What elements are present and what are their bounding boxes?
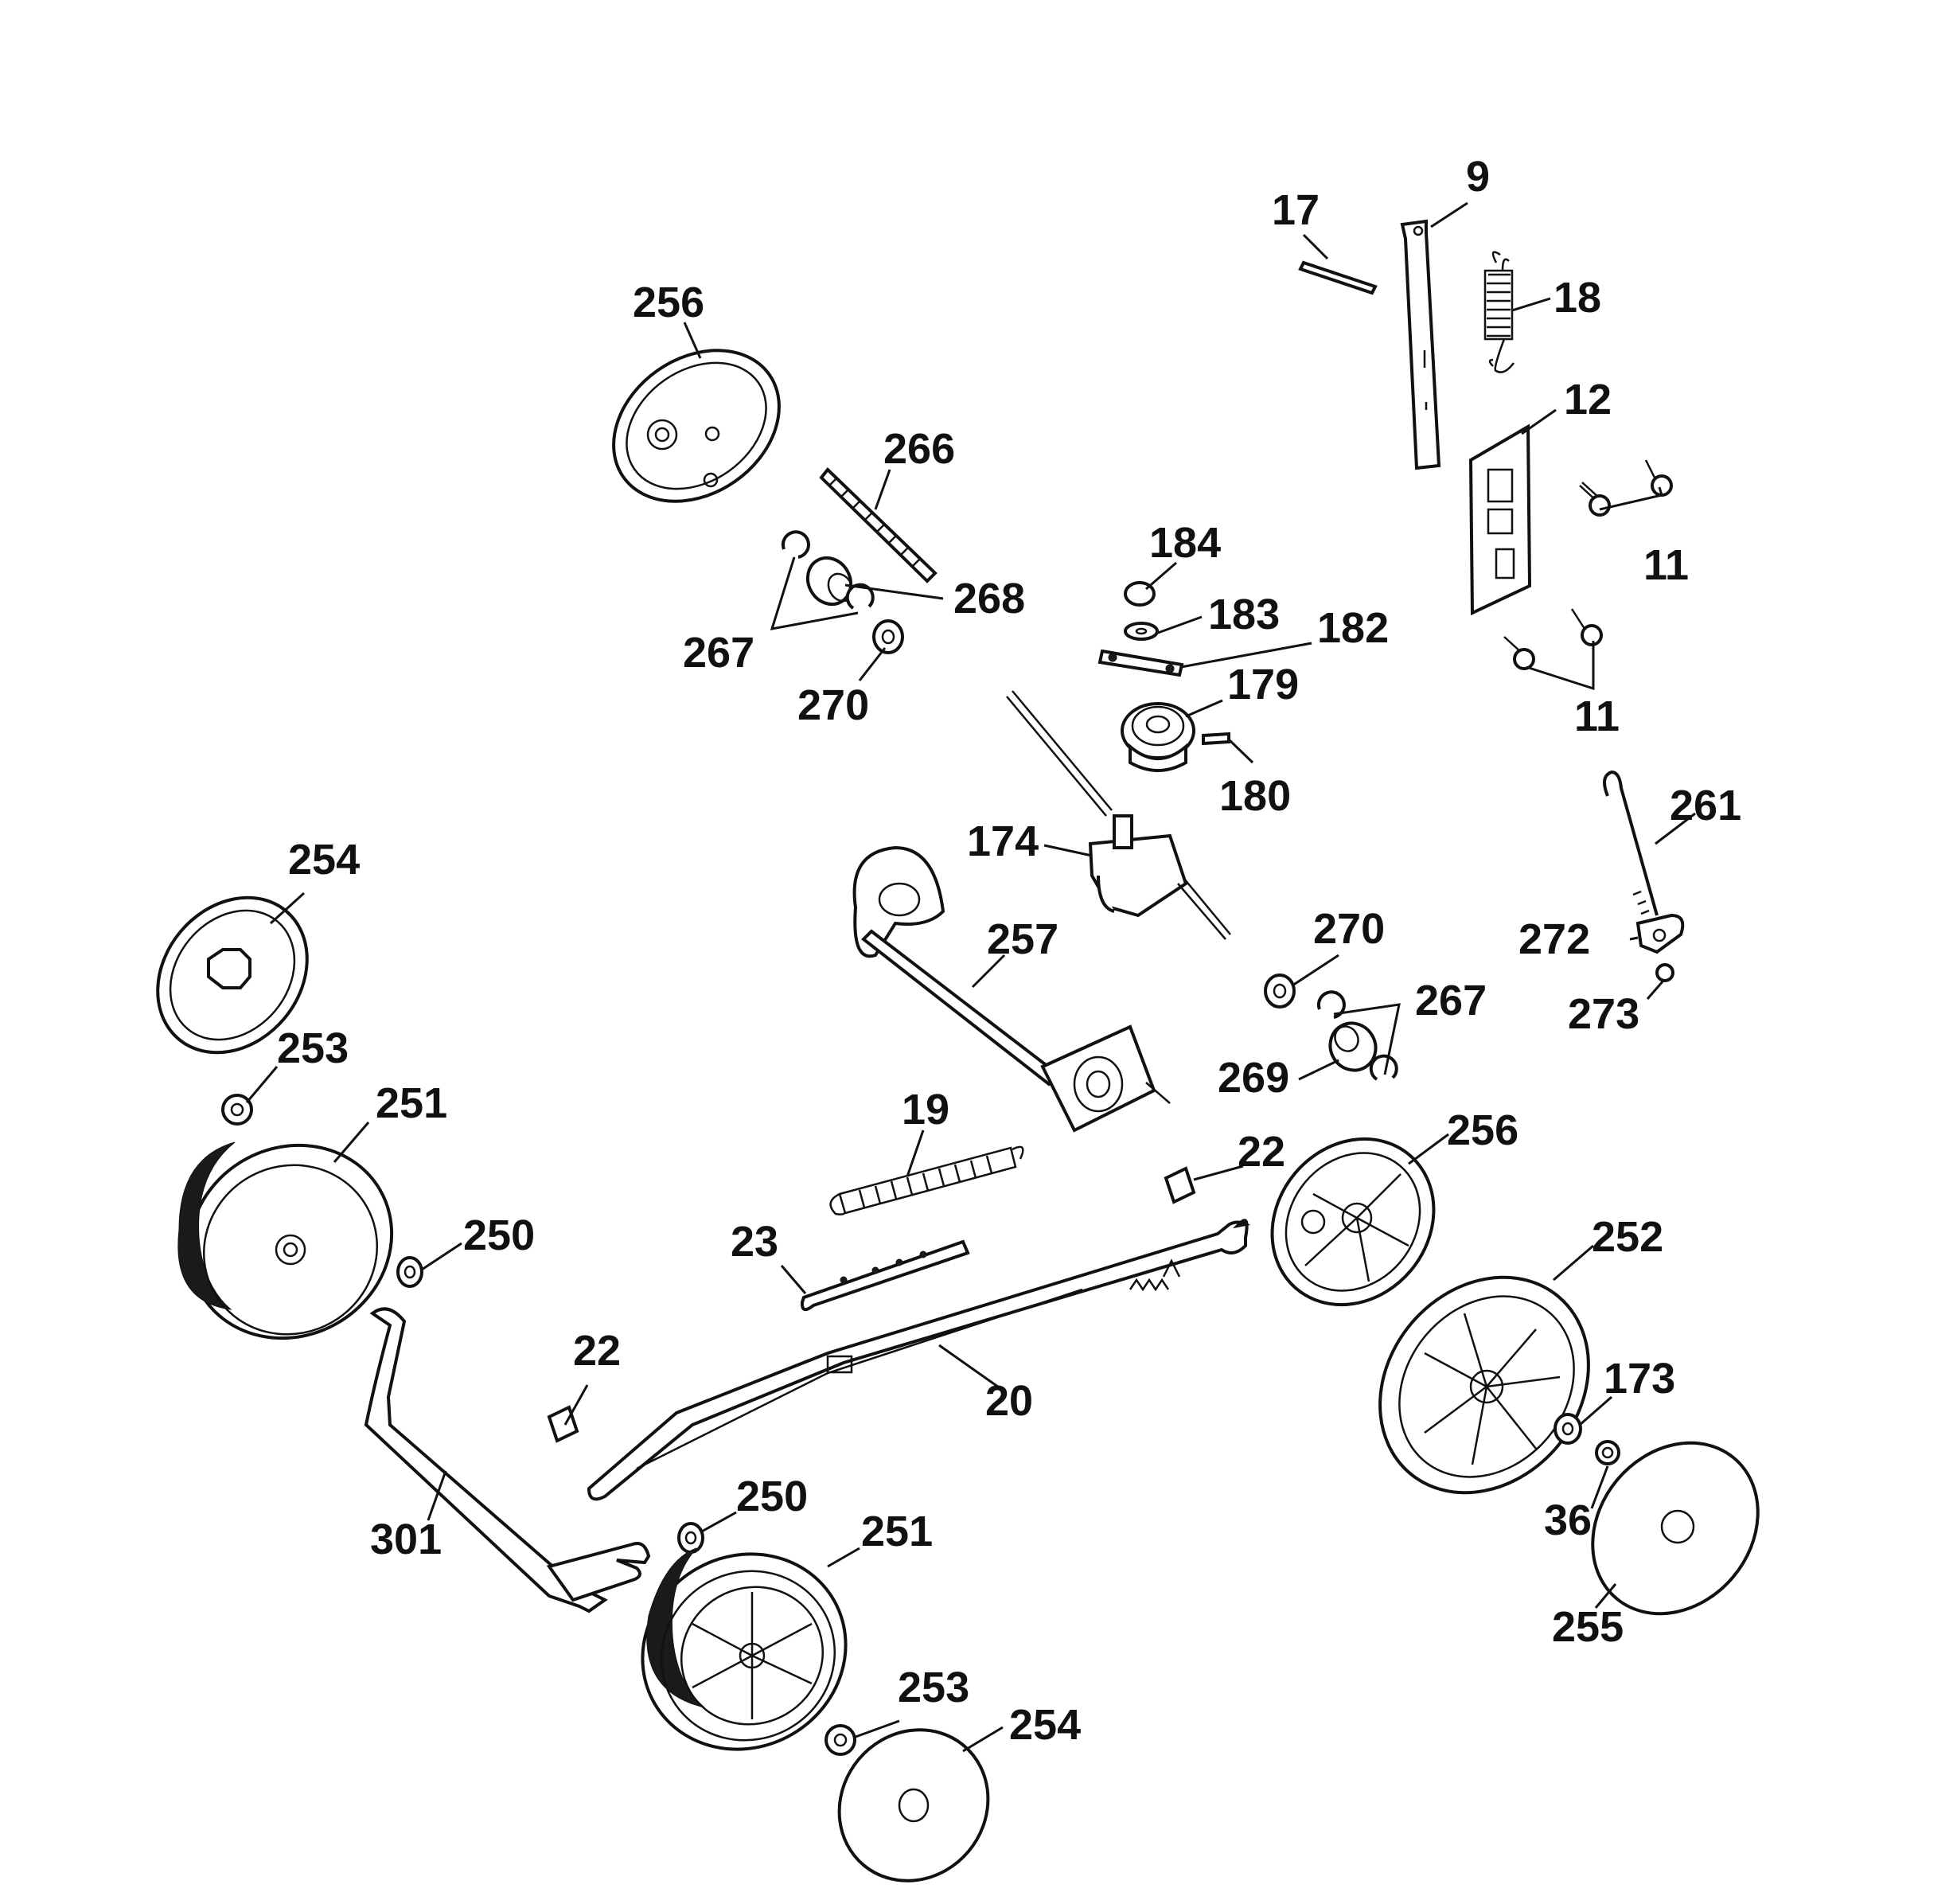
label-268: 268 — [953, 575, 1025, 622]
part-20-rail — [587, 1219, 1251, 1501]
label-11-lower: 11 — [1574, 693, 1620, 740]
label-184: 184 — [1149, 519, 1221, 567]
part-266-threaded-rod — [819, 467, 938, 583]
part-17-pin — [1298, 260, 1378, 295]
part-18-spring — [1483, 251, 1515, 373]
part-269-gear — [1328, 1021, 1378, 1072]
part-179-pulley — [1121, 702, 1195, 772]
part-183-washer — [1124, 622, 1159, 641]
label-36: 36 — [1544, 1496, 1592, 1544]
label-266: 266 — [883, 425, 955, 473]
label-183: 183 — [1208, 591, 1280, 638]
label-270-lower: 270 — [1313, 905, 1385, 953]
label-255: 255 — [1552, 1603, 1624, 1651]
label-180: 180 — [1219, 772, 1291, 820]
label-267-lower: 267 — [1415, 977, 1487, 1024]
label-9: 9 — [1466, 153, 1490, 201]
label-272: 272 — [1518, 915, 1590, 963]
part-272-plate — [1635, 913, 1685, 954]
part-254-cap-top — [156, 895, 309, 1055]
label-261: 261 — [1670, 782, 1741, 829]
part-174-gearbox — [1006, 690, 1231, 940]
part-182-bar — [1097, 649, 1184, 677]
label-253-top: 253 — [277, 1024, 349, 1072]
label-269: 269 — [1218, 1054, 1289, 1102]
label-22-right: 22 — [1238, 1128, 1285, 1176]
label-254-top: 254 — [288, 836, 360, 884]
part-256-wheel-disc-right — [1270, 1137, 1436, 1307]
part-180-key — [1202, 732, 1230, 746]
part-11-screws — [1503, 459, 1673, 670]
label-267-upper: 267 — [683, 629, 754, 677]
label-174: 174 — [967, 817, 1039, 865]
part-267-clips — [781, 530, 1398, 1081]
part-250-washers — [396, 1256, 704, 1554]
label-18: 18 — [1554, 274, 1601, 322]
part-173-washer — [1554, 1413, 1582, 1445]
part-256-wheel-disc — [612, 349, 781, 503]
label-19: 19 — [902, 1086, 949, 1133]
part-270-washer — [872, 619, 1296, 1009]
part-254-cap-bottom — [837, 1728, 990, 1883]
label-256-right: 256 — [1447, 1106, 1518, 1154]
part-251-wheel-bottom — [641, 1547, 848, 1751]
leader-lines — [245, 201, 1696, 1753]
part-301-axle — [364, 1307, 651, 1613]
label-251-top: 251 — [376, 1079, 447, 1127]
label-12: 12 — [1564, 376, 1612, 423]
label-250-top: 250 — [463, 1211, 535, 1259]
part-251-wheel-left — [177, 1141, 394, 1340]
part-22-clips — [547, 1166, 1196, 1443]
part-273-nut — [1655, 963, 1674, 982]
part-252-wheel-right — [1378, 1275, 1590, 1495]
label-22-left: 22 — [573, 1327, 621, 1375]
part-257-lever — [852, 845, 1171, 1133]
label-173: 173 — [1604, 1355, 1675, 1403]
label-17: 17 — [1272, 186, 1320, 234]
label-23: 23 — [731, 1218, 778, 1266]
label-11-upper: 11 — [1643, 541, 1689, 589]
part-labels: 9 17 18 12 11 11 256 266 268 267 270 184… — [277, 153, 1741, 1749]
label-251-bottom: 251 — [861, 1508, 933, 1555]
part-19-spring — [829, 1145, 1024, 1215]
label-257: 257 — [987, 915, 1058, 963]
label-20: 20 — [985, 1377, 1033, 1425]
label-182: 182 — [1317, 604, 1389, 652]
label-179: 179 — [1227, 661, 1299, 708]
part-12-bracket — [1468, 423, 1532, 616]
part-36-nut — [1595, 1440, 1620, 1465]
part-9-handle-bar — [1400, 219, 1441, 470]
label-254-bottom: 254 — [1009, 1701, 1081, 1749]
label-256-top: 256 — [633, 279, 704, 326]
label-252: 252 — [1592, 1213, 1663, 1261]
part-255-cap — [1591, 1441, 1760, 1616]
label-250-bottom: 250 — [736, 1473, 808, 1520]
label-301: 301 — [370, 1516, 442, 1563]
label-273: 273 — [1568, 990, 1639, 1038]
part-23-bar — [800, 1239, 970, 1312]
part-261-rod — [1603, 770, 1659, 916]
label-270-upper: 270 — [797, 681, 869, 729]
part-253-clips — [221, 1094, 856, 1756]
label-253-bottom: 253 — [898, 1664, 969, 1711]
